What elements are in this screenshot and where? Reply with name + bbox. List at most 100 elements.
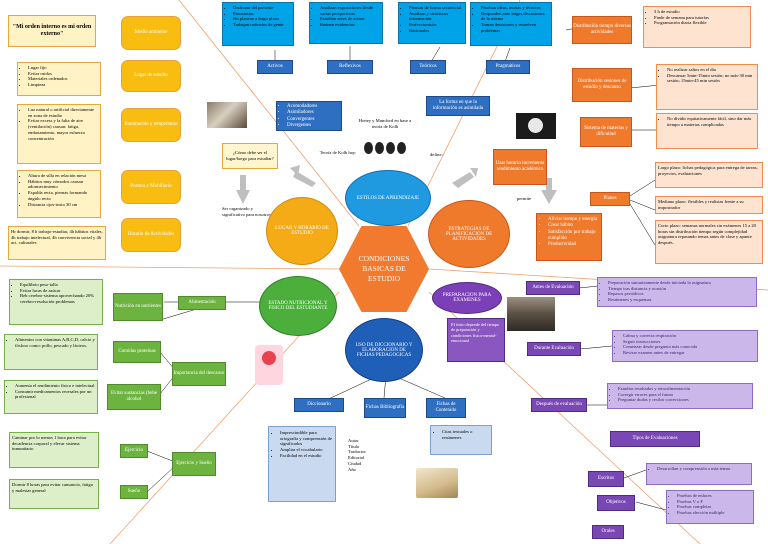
item: 3 h de estudio	[654, 9, 748, 15]
item: Consumir medicamentos recesales por un p…	[15, 389, 95, 400]
item: Pruebas completas	[677, 504, 751, 510]
clock-picture	[516, 113, 556, 139]
item: Altura de silla en relación mesa	[28, 173, 98, 179]
item: Repasos periódicos	[608, 291, 754, 297]
quote-box: "Mi orden interno es mi orden externo"	[8, 15, 96, 47]
item: Acomodadores	[287, 104, 339, 110]
item: No dividir equitativamente fácil, sino d…	[667, 116, 755, 127]
ellipse-estilos[interactable]: ESTILOS DE APRENDIZAJE	[345, 170, 431, 226]
type-orales[interactable]: Orales	[592, 525, 624, 539]
list-nutricion: Equilibrio peso-tallaEvitar lucas de azú…	[9, 279, 103, 325]
ejercicio-sueno-box[interactable]: Ejercicio y Sueño	[172, 452, 216, 476]
cat-ejercicio[interactable]: Ejercicio	[120, 444, 148, 458]
heads-icon	[364, 140, 406, 156]
head-icon	[397, 142, 406, 154]
list-objetivos: Pruebas de enlacesPruebas V o FPruebas c…	[666, 490, 754, 524]
item: Facilidad en el estudio	[280, 453, 332, 459]
item: Programación diaria flexible	[654, 20, 748, 26]
cat-biblio[interactable]: Fichas Bibliografía	[364, 398, 406, 418]
center-line: CONDICIONES	[358, 254, 410, 264]
cat-horario[interactable]: Horario de Actividades	[121, 218, 181, 252]
head-icon	[364, 142, 373, 154]
type-escritos[interactable]: Escritos	[588, 471, 624, 487]
item: Convergentes	[287, 117, 339, 123]
type-objetivos[interactable]: Objetivos	[597, 495, 635, 511]
alimentacion-box[interactable]: Alimentación	[178, 296, 226, 310]
item: Citas textuales o resúmenes	[442, 429, 488, 440]
cat-postura[interactable]: Postura y Mobiliario	[121, 170, 181, 204]
item: Satisfacción por trabajo cumplido	[548, 230, 598, 243]
list-lugar: Lugar fijoEvitar ruidosMateriales ordena…	[17, 62, 101, 96]
importancia-box[interactable]: Importancia del descanso	[172, 362, 226, 386]
item: Pruebas elección múltiple	[677, 510, 751, 516]
cat-distribucion-sesiones[interactable]: Distribución sesiones de estudio y desca…	[572, 68, 632, 102]
desk-picture	[207, 102, 247, 128]
item: Hábitos muy cómodos causan adormecimient…	[28, 179, 98, 190]
cat-medio-ambiente[interactable]: Medio ambiente	[121, 16, 181, 50]
cat-materias[interactable]: Sistema de materias y dificultad	[580, 117, 632, 147]
item: Pruebas de enlaces	[677, 493, 751, 499]
item: Productividad	[548, 242, 598, 248]
ellipse-estado[interactable]: ESTADO NUTRICIONAL Y FISICO DEL ESTUDIAN…	[259, 276, 337, 336]
item: Evitar lucas de azúcar	[20, 288, 100, 294]
cat-contenido[interactable]: Fichas de Contenido	[426, 398, 466, 418]
usar-horario: Usar horario incrementa rendimiento acad…	[493, 149, 547, 185]
list-iluminacion: Luz natural o artificial directamente en…	[17, 104, 101, 164]
books-picture	[416, 468, 458, 498]
question-box: ¿Cómo debe ser el lugar/luego para estud…	[222, 143, 278, 169]
item: Corregir errores para el futuro	[618, 392, 750, 398]
cat-nutricion[interactable]: Nutrición en nutrientes	[113, 293, 163, 321]
list-distribucion-tiempo: 3 h de estudioFinde de semana para tutor…	[643, 6, 751, 48]
item: Ampliar el vocabulario	[280, 447, 332, 453]
cat-lugar-estudio[interactable]: Lugar de estudio	[121, 60, 181, 92]
ellipse-uso[interactable]: USO DE DICCIONARIO Y ELABORACION DE FICH…	[345, 318, 423, 382]
item: Resúmenes y esquemas	[608, 297, 754, 303]
item: Autor	[348, 438, 390, 444]
list-activos: Disfrutan del presenteEntusiastasNo plan…	[222, 2, 294, 46]
cat-durante[interactable]: Durante Evaluación	[527, 342, 581, 356]
item: Aumenta el rendimiento físico e intelect…	[15, 383, 95, 389]
ellipse-estrategias[interactable]: ESTRATEGIAS DE PLANIFICACION DE ACTIVIDA…	[428, 200, 510, 268]
answer-text: Ser organizado y significativo para noso…	[222, 206, 271, 217]
cat-iluminacion[interactable]: Iluminación y temperatura	[121, 108, 181, 142]
person-picture	[255, 345, 283, 385]
cat-comidas[interactable]: Comidas proteínas	[113, 341, 161, 363]
cat-evitar[interactable]: Evitar sustancias (bebe alcohol	[107, 384, 161, 410]
list-comidas: Alimentos con vitaminas A,B,C,D, calcio …	[4, 334, 98, 370]
tipos-evaluaciones[interactable]: Tipos de Evaluaciones	[610, 431, 700, 447]
cat-planes[interactable]: Planes	[590, 192, 630, 206]
ellipse-preparacion[interactable]: PREPARACION PARA EXAMENES	[432, 282, 502, 314]
item: Toman decisiones y resuelven problemas	[481, 22, 549, 33]
permite-text: permite	[517, 196, 532, 201]
clock-icon	[528, 118, 543, 133]
cat-sueno[interactable]: Sueño	[120, 485, 148, 499]
item: Revisar examen antes de entregar	[623, 350, 755, 356]
ellipse-lugar[interactable]: LUGAR Y HORARIO DE ESTUDIO	[266, 197, 338, 265]
horario-text: Hr dormir, 8 h trabajo-estudiar, 4h hábi…	[8, 226, 106, 260]
results-list: Aliviar tiempo y energíaCrear hábitoSati…	[536, 213, 602, 261]
item: Trabajan rodeados de gente	[233, 22, 291, 28]
cat-distribucion-tiempo[interactable]: Distribución tiempo diversas actividades	[572, 16, 632, 44]
list-sesiones: No realizar saltos en el díaDescansar 5m…	[656, 64, 758, 110]
center-line: BASICAS DE	[362, 264, 406, 274]
cat-diccionario[interactable]: Diccionario	[294, 398, 344, 412]
item: Distancia ojos-texto 30 cm	[28, 202, 98, 208]
item: Disfrutan del presente	[233, 5, 291, 11]
cat-despues[interactable]: Después de evaluación	[531, 398, 587, 412]
cat-activos[interactable]: Activos	[257, 60, 293, 74]
item: No realizar saltos en el día	[667, 67, 755, 73]
prep-desc: El éxito depende del tiempo de preparaci…	[447, 318, 505, 362]
plan-corto: Corto plazo: semanas normales sin exámen…	[655, 220, 763, 264]
list-teoricos: Piensan de forma secuencialAnalizan y si…	[398, 2, 466, 44]
cat-reflexivos[interactable]: Reflexivos	[327, 60, 373, 74]
honey-text: Honey y Mumford en base a teoría de Kolb	[358, 118, 412, 129]
list-durante: Calma y correcta respiraciónSeguir instr…	[612, 330, 758, 362]
cat-antes[interactable]: Antes de Evaluación	[526, 281, 580, 295]
item: Materiales ordenados	[28, 76, 98, 82]
cat-pragmaticos[interactable]: Pragmáticos	[486, 60, 530, 74]
item: Desarrollan y comprensión a más temas	[657, 466, 749, 472]
cat-teoricos[interactable]: Teóricos	[410, 60, 446, 74]
plan-mediano: Mediano plazo: flexibles y realistas fre…	[655, 196, 763, 214]
item: Editorial	[348, 455, 390, 461]
sueno-text: Dormir 8 horas para evitar cansancio, fa…	[9, 479, 99, 509]
